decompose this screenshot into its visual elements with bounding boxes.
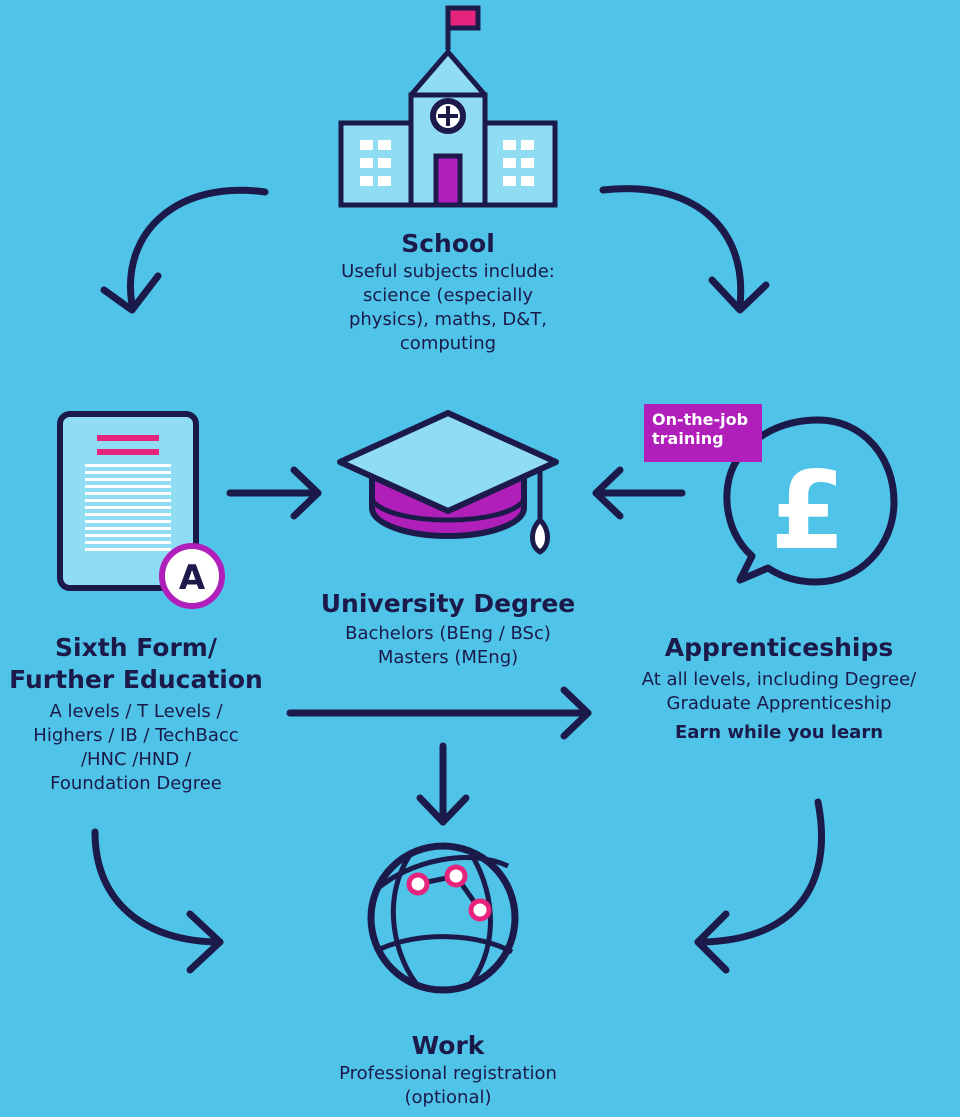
a-badge-letter: A [179, 558, 206, 598]
sixth-form-desc: A levels / T Levels / Highers / IB / Tec… [0, 700, 272, 796]
apprenticeships-desc: At all levels, including Degree/ Graduat… [598, 668, 960, 716]
school-desc-line: physics), maths, D&T, [348, 309, 548, 330]
school-block: School Useful subjects include: science … [290, 228, 606, 356]
arrow-apprenticeships-to-work [694, 798, 825, 974]
globe-network-icon [367, 842, 519, 994]
on-the-job-training-tag: On-the-job training [644, 404, 762, 462]
school-title: School [401, 229, 495, 258]
school-desc-line: science (especially [362, 285, 533, 306]
sixth-form-title-line: Sixth Form/ [55, 633, 217, 662]
graduation-cap-icon [337, 410, 559, 555]
arrow-university-to-work [416, 742, 470, 826]
earn-while-you-learn: Earn while you learn [674, 722, 884, 743]
a-level-badge-icon: A [159, 543, 225, 609]
arrow-school-to-apprenticeships [599, 185, 770, 314]
arrow-apprenticeships-to-university [592, 466, 686, 520]
arrow-sixth-form-to-university [226, 466, 322, 520]
apprenticeships-desc-line: At all levels, including Degree/ [641, 669, 917, 690]
work-desc: Professional registration (optional) [290, 1062, 606, 1110]
school-desc-line: Useful subjects include: [341, 261, 555, 282]
sixth-form-desc-line: Foundation Degree [50, 773, 222, 794]
pound-symbol: £ [770, 449, 845, 574]
university-desc-line: Bachelors (BEng / BSc) [345, 623, 551, 644]
school-icon [338, 5, 558, 208]
sixth-form-desc-line: /HNC /HND / [80, 749, 192, 770]
work-title: Work [411, 1031, 485, 1060]
tag-line: training [652, 429, 724, 448]
school-desc-line: computing [399, 333, 497, 354]
tag-line: On-the-job [652, 410, 749, 429]
sixth-form-title: Sixth Form/ Further Education [0, 632, 272, 696]
arrow-sixth-form-to-apprenticeships [286, 686, 592, 740]
work-block: Work Professional registration (optional… [290, 1030, 606, 1110]
apprenticeships-block: Apprenticeships At all levels, including… [598, 632, 960, 746]
pound-speech-bubble-icon: £ [723, 416, 898, 586]
university-desc: Bachelors (BEng / BSc) Masters (MEng) [290, 622, 606, 670]
work-desc-line: (optional) [404, 1087, 492, 1108]
sixth-form-block: Sixth Form/ Further Education A levels /… [0, 632, 272, 796]
apprenticeships-title: Apprenticeships [664, 633, 894, 662]
school-desc: Useful subjects include: science (especi… [290, 260, 606, 356]
sixth-form-title-line: Further Education [9, 665, 263, 694]
arrow-sixth-form-to-work [91, 828, 224, 974]
sixth-form-desc-line: Highers / IB / TechBacc [33, 725, 239, 746]
apprenticeships-desc-line: Graduate Apprenticeship [666, 693, 892, 714]
sixth-form-desc-line: A levels / T Levels / [49, 701, 223, 722]
university-title: University Degree [320, 589, 576, 618]
university-block: University Degree Bachelors (BEng / BSc)… [290, 588, 606, 670]
arrow-school-to-sixth-form [100, 186, 269, 314]
university-desc-line: Masters (MEng) [377, 647, 519, 668]
work-desc-line: Professional registration [339, 1063, 557, 1084]
document-icon [57, 411, 199, 591]
